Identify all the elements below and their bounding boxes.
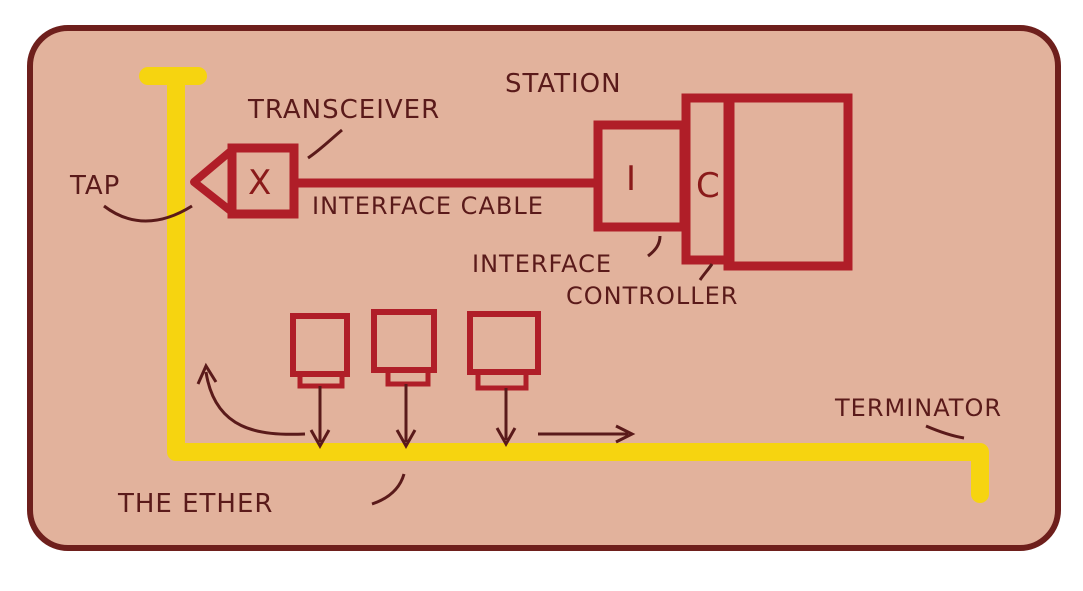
label-terminator: TERMINATOR bbox=[834, 394, 1002, 422]
small-station-2 bbox=[371, 309, 437, 450]
interface-box bbox=[593, 120, 689, 232]
station: I C bbox=[593, 93, 853, 271]
label-station: STATION bbox=[505, 69, 622, 99]
interface-glyph: I bbox=[626, 159, 636, 199]
transceiver: X bbox=[190, 143, 299, 219]
interface-pointer-arrow bbox=[647, 235, 662, 258]
label-the-ether: THE ETHER bbox=[117, 489, 273, 519]
controller-glyph: C bbox=[696, 166, 720, 206]
label-interface-cable: INTERFACE CABLE bbox=[312, 192, 544, 220]
tap-pointer-arrow bbox=[103, 204, 193, 223]
label-interface: INTERFACE bbox=[472, 250, 612, 278]
left-propagation-arrowhead bbox=[196, 362, 218, 385]
small-station-3 bbox=[467, 311, 541, 448]
tap-triangle bbox=[190, 146, 236, 216]
left-propagation-arrow bbox=[204, 371, 306, 436]
small-station-1 bbox=[290, 313, 350, 450]
ether-cable bbox=[139, 67, 989, 503]
label-controller: CONTROLLER bbox=[566, 282, 738, 310]
card-background bbox=[27, 25, 1061, 551]
label-tap: TAP bbox=[69, 171, 120, 201]
terminator-pointer-arrow bbox=[925, 424, 965, 440]
transceiver-glyph: X bbox=[248, 163, 271, 203]
right-propagation-arrowhead bbox=[615, 424, 636, 444]
controller-pointer-arrow bbox=[698, 263, 714, 281]
transceiver-pointer-arrow bbox=[307, 128, 343, 160]
label-transceiver: TRANSCEIVER bbox=[247, 95, 440, 125]
ether-pointer-arrow bbox=[371, 473, 406, 506]
